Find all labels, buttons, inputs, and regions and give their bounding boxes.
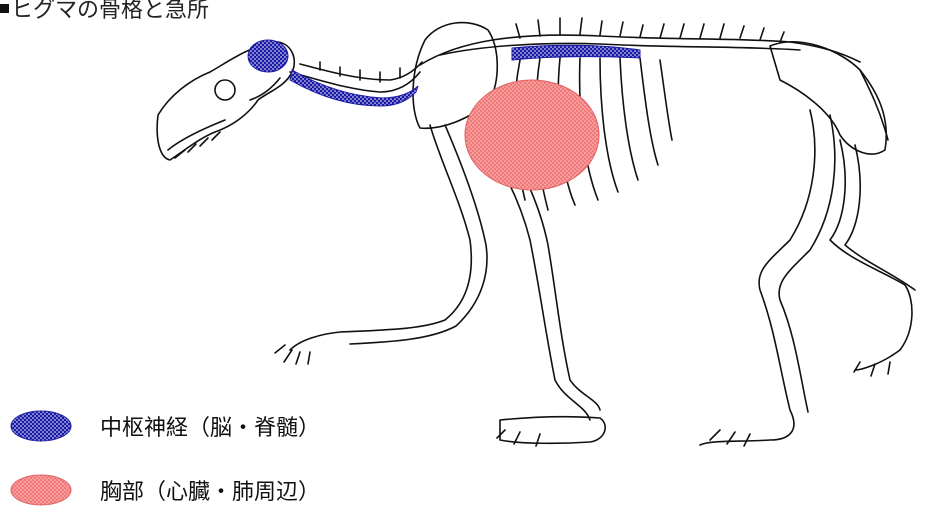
legend-label-thorax: 胸部（心臓・肺周辺）: [100, 474, 320, 506]
cns-swatch-icon: [8, 409, 74, 443]
thorax-swatch-icon: [8, 473, 74, 507]
legend-item-cns: 中枢神経（脳・脊髄）: [8, 409, 320, 443]
pelvis: [770, 42, 886, 154]
legend-label-cns: 中枢神経（脳・脊髄）: [100, 410, 320, 442]
back-spinal-cord-highlight: [512, 45, 640, 60]
legend-item-thorax: 胸部（心臓・肺周辺）: [8, 473, 320, 507]
front-leg-near: [290, 125, 471, 350]
hind-leg-far: [700, 110, 815, 445]
thorax-highlight: [465, 80, 599, 190]
hind-leg-near: [830, 140, 912, 370]
brain-highlight: [248, 40, 288, 72]
